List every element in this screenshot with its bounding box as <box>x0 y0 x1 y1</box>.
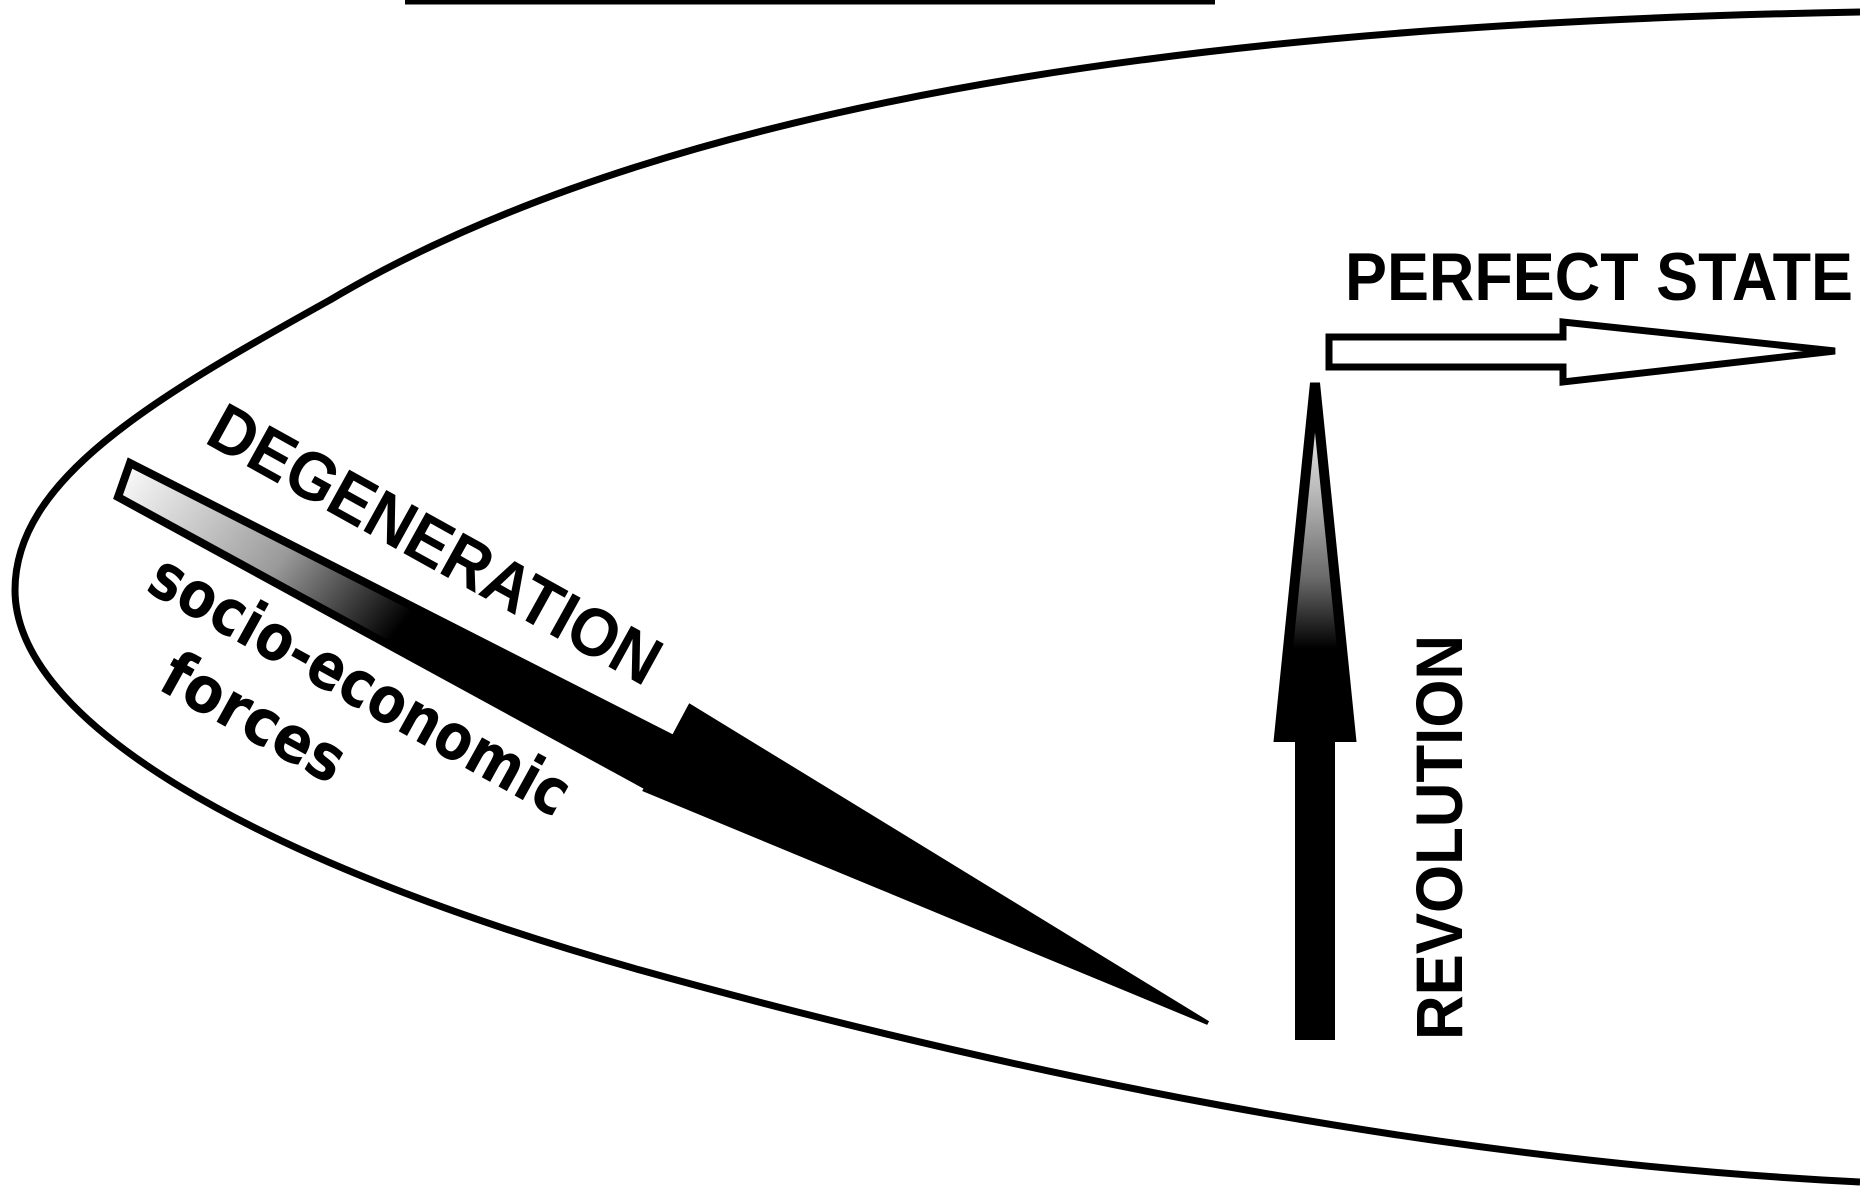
degeneration-arrow <box>113 457 1210 1025</box>
revolution-arrow <box>1273 382 1357 1040</box>
degeneration-arrow-head <box>642 703 1210 1025</box>
revolution-arrow-head <box>1273 382 1357 742</box>
perfect-state-arrow <box>1325 318 1836 386</box>
revolution-label: REVOLUTION <box>1402 635 1476 1040</box>
perfect-state-label: PERFECT STATE <box>1345 239 1853 315</box>
parabola-boundary <box>11 8 1860 1186</box>
revolution-arrow-shaft <box>1295 735 1335 1040</box>
